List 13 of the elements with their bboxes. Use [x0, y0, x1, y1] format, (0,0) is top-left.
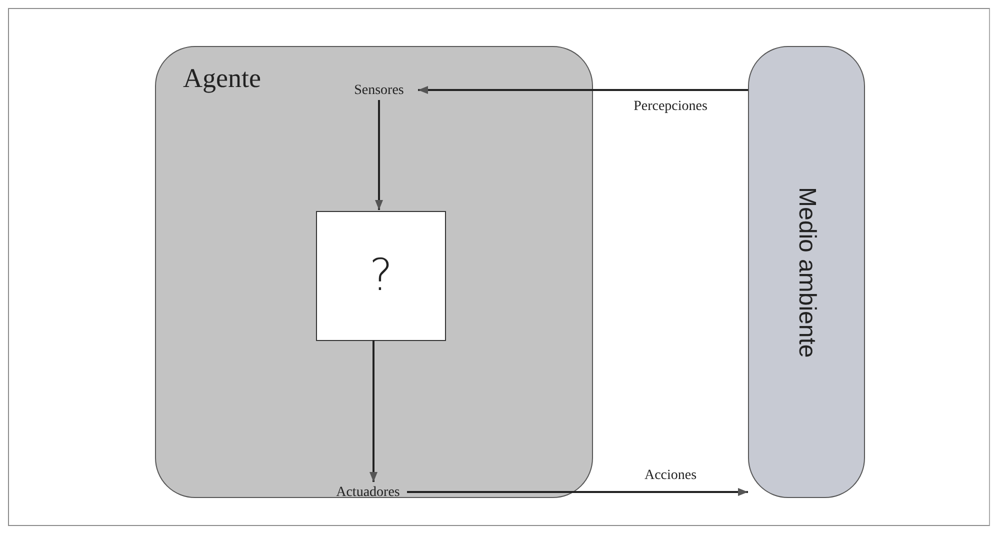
- environment-box: [748, 46, 865, 498]
- arrow: [407, 488, 748, 496]
- box-title: Agente: [183, 65, 261, 92]
- process-box: [316, 211, 446, 341]
- node-text: Actuadores: [336, 486, 400, 500]
- node-text: Medio ambiente: [794, 186, 818, 358]
- agent-box: [155, 46, 593, 498]
- arrow: [375, 100, 383, 210]
- arrow: [418, 86, 748, 94]
- arrow: [370, 340, 378, 482]
- edge-label: Percepciones: [632, 100, 710, 114]
- node-text: Sensores: [354, 84, 404, 98]
- node-text: ?: [369, 254, 393, 298]
